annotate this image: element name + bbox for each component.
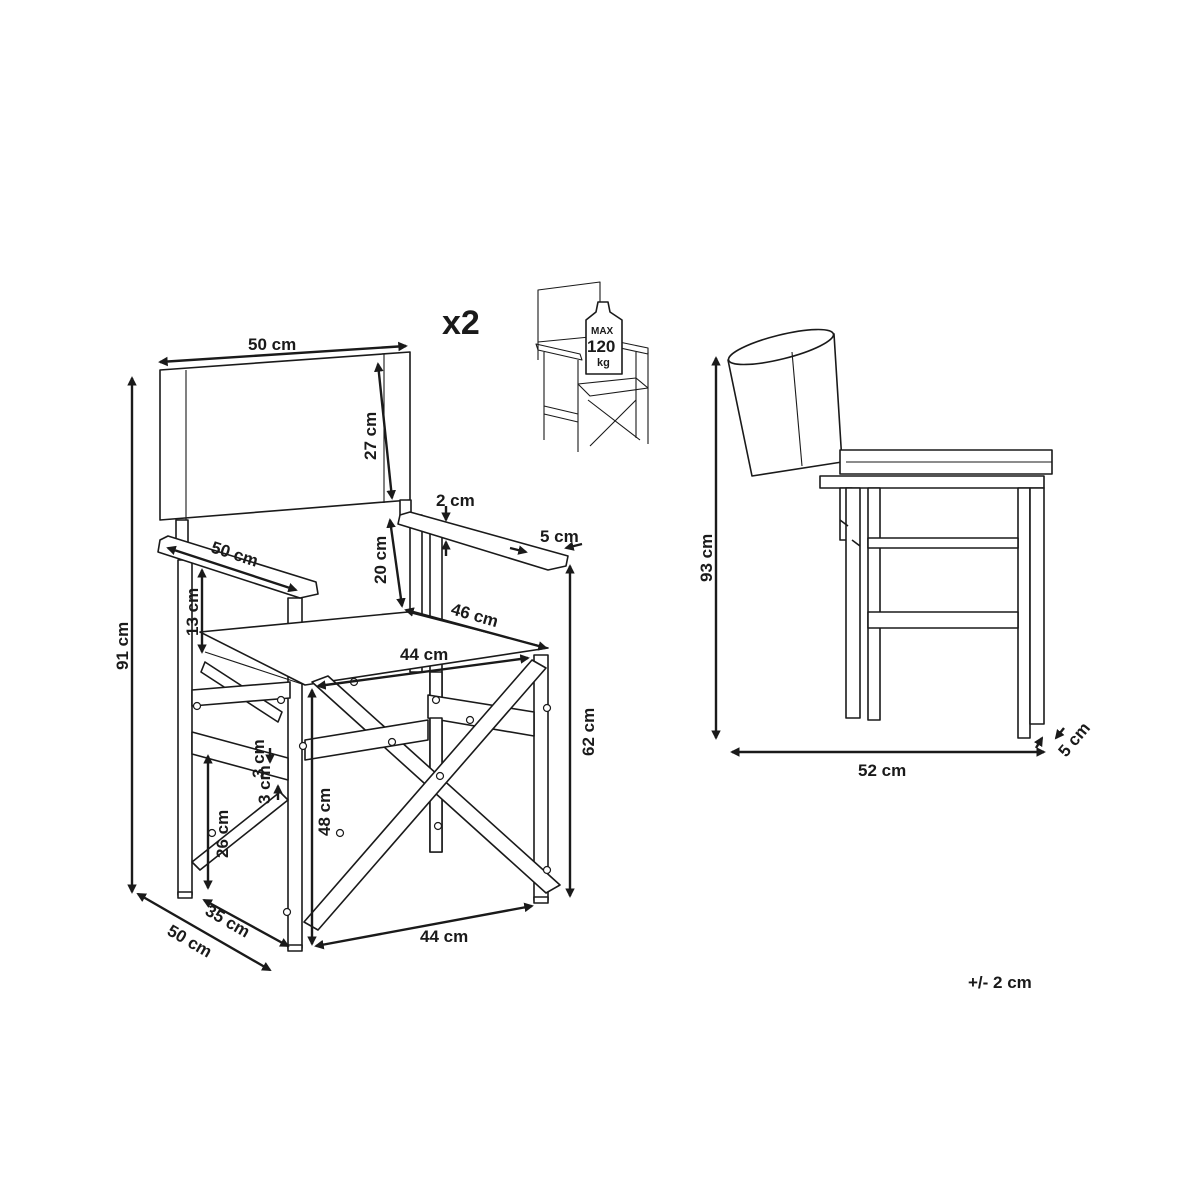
thumbnail-chair-icon: [535, 281, 649, 452]
dim-rail-thickness: 3 cm: [249, 739, 268, 778]
quantity-label: x2: [442, 304, 480, 342]
dim-armrest-thickness: 2 cm: [436, 491, 475, 510]
dim-back-width: 50 cm: [248, 335, 296, 354]
dim-arm-to-seat: 13 cm: [183, 588, 202, 636]
dim-folded-depth: 52 cm: [858, 761, 906, 780]
dim-back-height: 27 cm: [361, 412, 380, 460]
dim-rail-height: 26 cm: [213, 810, 232, 858]
dim-rail-gap: 3 cm: [255, 765, 274, 804]
dim-armrest-width: 5 cm: [540, 527, 579, 546]
dim-total-height: 91 cm: [113, 622, 132, 670]
max-load-label: MAX: [591, 326, 614, 337]
folded-chair-drawing: [727, 328, 1053, 739]
dim-seat-width: 44 cm: [400, 645, 448, 664]
dim-total-depth: 50 cm: [164, 921, 215, 962]
dim-folded-height: 93 cm: [697, 534, 716, 582]
dim-backrest-to-seat: 20 cm: [371, 536, 390, 584]
dim-seat-height: 48 cm: [315, 788, 334, 836]
dim-arm-height: 62 cm: [579, 708, 598, 756]
dim-folded-thickness: 5 cm: [1055, 719, 1094, 761]
front-dimension-lines: [127, 341, 583, 972]
tolerance-note: +/- 2 cm: [968, 973, 1032, 992]
max-load-value: 120: [587, 337, 615, 356]
max-load-unit: kg: [597, 357, 610, 369]
folded-dimension-lines: [711, 356, 1065, 757]
dim-base-width: 44 cm: [420, 927, 468, 946]
